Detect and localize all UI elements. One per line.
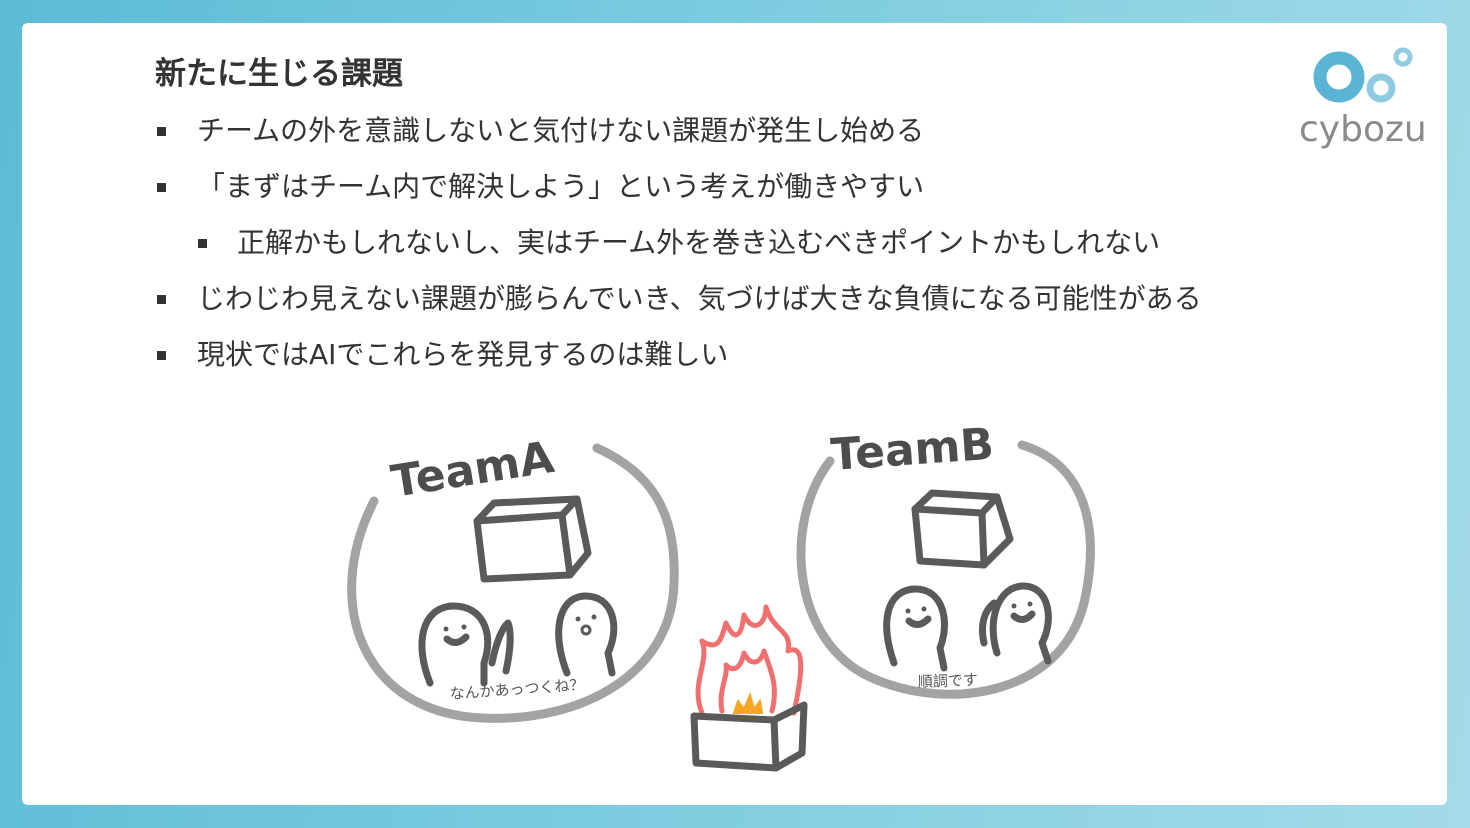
bullet-marker [157,183,166,192]
team-b-person-icon [978,582,1052,665]
slide: 新たに生じる課題 チームの外を意識しないと気付けない課題が発生し始める 「まずは… [22,23,1447,805]
teams-illustration: TeamA なんかあっつくね？ TeamB [347,419,1095,772]
team-b-caption: 順調です [918,671,979,691]
team-a-person-icon [418,602,514,687]
team-b-boundary [796,440,1095,699]
bullet-text: チームの外を意識しないと気付けない課題が発生し始める [197,114,925,147]
team-b-person-icon [883,585,948,672]
team-a-person-icon [555,592,618,677]
bullet-item: 現状ではAIでこれらを発見するのは難しい [155,333,1202,389]
cybozu-logo: cybozu [1299,45,1427,155]
team-b-box-icon [911,489,1014,569]
team-a-label: TeamA [388,432,558,508]
slide-title: 新たに生じる課題 [155,56,403,92]
team-a-boundary [347,443,679,723]
bullet-marker [157,295,166,304]
team-a-caption: なんかあっつくね？ [449,676,585,703]
bullet-list: チームの外を意識しないと気付けない課題が発生し始める 「まずはチーム内で解決しよ… [155,109,1202,389]
team-a-box-icon [473,495,592,583]
bullet-item: 「まずはチーム内で解決しよう」という考えが働きやすい [155,165,1202,221]
dumpster-fire-icon [690,604,808,772]
bullet-text: 現状ではAIでこれらを発見するのは難しい [197,338,729,371]
bullet-item: じわじわ見えない課題が膨らんでいき、気づけば大きな負債になる可能性がある [155,277,1202,333]
bullet-text: じわじわ見えない課題が膨らんでいき、気づけば大きな負債になる可能性がある [197,282,1202,315]
logo-circles-icon [1313,47,1413,103]
bullet-text: 「まずはチーム内で解決しよう」という考えが働きやすい [197,170,925,203]
sub-bullet-item: 正解かもしれないし、実はチーム外を巻き込むべきポイントかもしれない [155,221,1202,277]
bullet-marker [198,239,207,248]
bullet-marker [157,351,166,360]
bullet-marker [157,127,166,136]
bullet-item: チームの外を意識しないと気付けない課題が発生し始める [155,109,1202,165]
logo-wordmark: cybozu [1299,109,1427,150]
bullet-text: 正解かもしれないし、実はチーム外を巻き込むべきポイントかもしれない [237,226,1161,259]
team-b-label: TeamB [829,419,995,481]
